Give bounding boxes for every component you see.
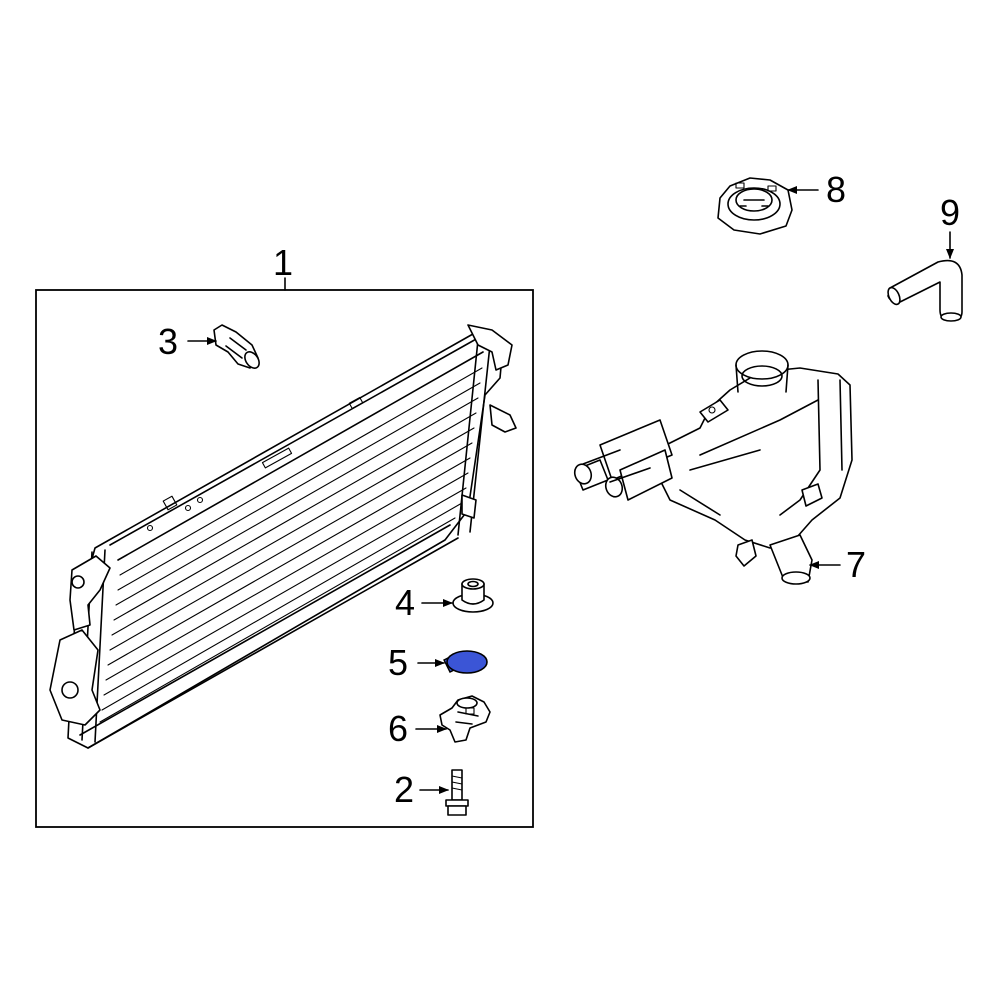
radiator-icon[interactable] — [49, 324, 517, 749]
drain-cap-icon[interactable] — [443, 650, 488, 674]
callout-6[interactable]: 6 — [388, 708, 408, 749]
grommet-icon[interactable] — [452, 578, 494, 613]
callout-9[interactable]: 9 — [940, 192, 960, 233]
coolant-reservoir-icon[interactable] — [572, 350, 853, 585]
pressure-cap-icon[interactable] — [717, 177, 793, 235]
callout-3[interactable]: 3 — [158, 321, 178, 362]
callout-1[interactable]: 1 — [273, 242, 293, 283]
callout-7[interactable]: 7 — [846, 544, 866, 585]
callout-5[interactable]: 5 — [388, 642, 408, 683]
callout-8[interactable]: 8 — [826, 169, 846, 210]
callout-2[interactable]: 2 — [394, 769, 414, 810]
valve-icon[interactable] — [439, 695, 491, 743]
bolt-icon[interactable] — [445, 769, 469, 816]
hose-icon[interactable] — [886, 259, 963, 322]
drain-plug-icon[interactable] — [213, 324, 262, 371]
callout-4[interactable]: 4 — [395, 582, 415, 623]
